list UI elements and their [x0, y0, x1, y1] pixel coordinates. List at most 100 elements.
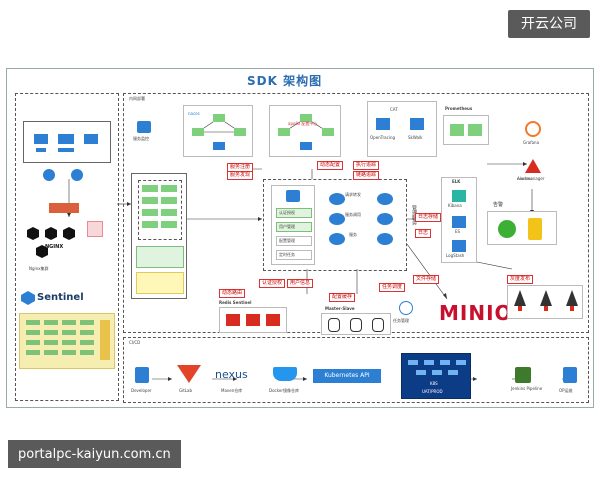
grafana-icon — [525, 121, 541, 137]
developer-icon — [135, 367, 149, 383]
tracing-box: CAT OpenTracing SkWalk — [367, 101, 437, 157]
kibana-icon — [452, 190, 466, 202]
auth-center: 认证授权 — [276, 208, 312, 218]
redis-cluster — [219, 307, 287, 333]
service-cloud — [327, 187, 397, 267]
alert-channels — [487, 211, 557, 245]
service-label-0: 请求转发 — [345, 192, 361, 197]
manage-zone-label: 管理服务 — [411, 205, 417, 225]
client-zone — [15, 93, 119, 401]
db-node-3 — [372, 318, 384, 332]
k8s-api: Kubernetes API — [313, 369, 381, 383]
k8s-label: K8S — [430, 381, 438, 386]
k8s-whales — [408, 360, 466, 375]
redis-node-2 — [246, 314, 260, 326]
sentinel-icon — [21, 291, 35, 305]
label-task-schedule: 任务调度 — [379, 283, 406, 292]
es-label: ES — [455, 229, 461, 234]
service-clouds — [329, 193, 393, 245]
label-user-info: 用户信息 — [287, 279, 314, 288]
rocket-box — [507, 285, 583, 319]
logstash-icon — [452, 240, 466, 252]
opentracing-icon — [376, 118, 390, 130]
skywalking-label: SkWalk — [408, 135, 423, 140]
gitlab-label: GitLab — [179, 388, 192, 393]
shield-icon — [286, 190, 300, 202]
ops-icon — [563, 367, 577, 383]
label-config-cache: 配置缓存 — [329, 293, 356, 302]
internal-zone-label: 内网部署 — [129, 96, 145, 101]
manage-zone — [263, 179, 407, 271]
company-badge: 开云公司 — [508, 10, 590, 38]
apollo-cluster: apollo 配置中心 — [269, 105, 341, 157]
sms-icon — [528, 218, 542, 240]
docker-icon — [273, 367, 297, 381]
dashboard-grid — [26, 320, 110, 360]
alert-icon — [525, 159, 541, 173]
device-icons — [34, 134, 98, 152]
nginx-cluster-label: Nginx集群 — [29, 266, 49, 271]
gateway-nodes — [138, 180, 182, 240]
label-grey: 灰度发布 — [507, 275, 534, 284]
label-discover: 服务发现 — [227, 171, 254, 180]
http-icon — [43, 169, 55, 181]
label-exec-trace: 执行追踪 — [353, 161, 380, 170]
service-monitor-label: 服务监控 — [133, 136, 149, 141]
label-dynamic-route: 动态路由 — [219, 289, 246, 298]
waf-icon — [87, 221, 103, 237]
architecture-diagram: SDK 架构图 NGINX Nginx集群 — [6, 68, 594, 408]
minio-logo: MINIO — [439, 301, 513, 325]
gateway-cluster — [131, 173, 187, 299]
db-node-1 — [328, 318, 340, 332]
elk-label: ELK — [452, 179, 461, 184]
service-label-2: 服务 — [349, 232, 357, 237]
kibana-label: Kibana — [448, 203, 462, 208]
k8s-cluster: K8S UAT/PROD — [401, 353, 471, 399]
nacos-nodes — [192, 114, 246, 150]
cicd-label: CI/CD — [129, 340, 141, 345]
firewall-icon — [49, 203, 79, 213]
edge-minio — [406, 243, 448, 300]
label-log-store: 日志存储 — [415, 213, 442, 222]
logstash-label: LogStash — [446, 253, 465, 258]
skywalking-icon — [410, 118, 424, 130]
apollo-label: apollo 配置中心 — [288, 121, 318, 126]
client-devices — [23, 121, 111, 163]
alertmanager-label: Alertmanager — [517, 176, 545, 181]
maven-label: Maven仓库 — [221, 388, 243, 393]
label-file-store: 文件存储 — [413, 275, 440, 284]
label-link-trace: 链路追踪 — [353, 171, 380, 180]
sentinel-dashboard — [19, 313, 115, 369]
wechat-icon — [498, 220, 516, 238]
nginx-label: NGINX — [45, 244, 64, 250]
uat-label: UAT/PROD — [422, 389, 443, 394]
ops-label: OP运维 — [559, 388, 573, 393]
grafana-label: Grafana — [523, 140, 540, 145]
gateway-router — [136, 272, 184, 294]
prometheus-node-2 — [468, 124, 482, 136]
task-icon — [399, 301, 413, 315]
es-icon — [452, 216, 466, 228]
cat-label: CAT — [390, 107, 398, 112]
db-node-2 — [350, 318, 362, 332]
gitlab-icon — [177, 365, 201, 383]
nacos-label: nacos — [188, 111, 200, 116]
service-label-1: 服务调用 — [345, 212, 361, 217]
alert-label: 告警 — [493, 202, 504, 208]
config-mgmt: 配置管理 — [276, 236, 312, 246]
redis-node-1 — [226, 314, 240, 326]
opentracing-label: OpenTracing — [370, 135, 396, 140]
label-log: 日志 — [415, 229, 432, 238]
nginx-hexagons — [27, 227, 75, 258]
redis-node-3 — [266, 314, 280, 326]
docker-label: Docker镜像仓库 — [269, 388, 300, 393]
nexus-logo: nexus — [215, 368, 248, 381]
task-label: 任务管理 — [393, 318, 409, 323]
db-cluster — [321, 313, 391, 335]
label-dynamic-config: 动态配置 — [317, 161, 344, 170]
prometheus-box — [443, 115, 489, 145]
rocket-icons — [514, 290, 578, 311]
prometheus-node-1 — [450, 124, 464, 136]
master-slave-label: Master-Slave — [325, 306, 355, 311]
